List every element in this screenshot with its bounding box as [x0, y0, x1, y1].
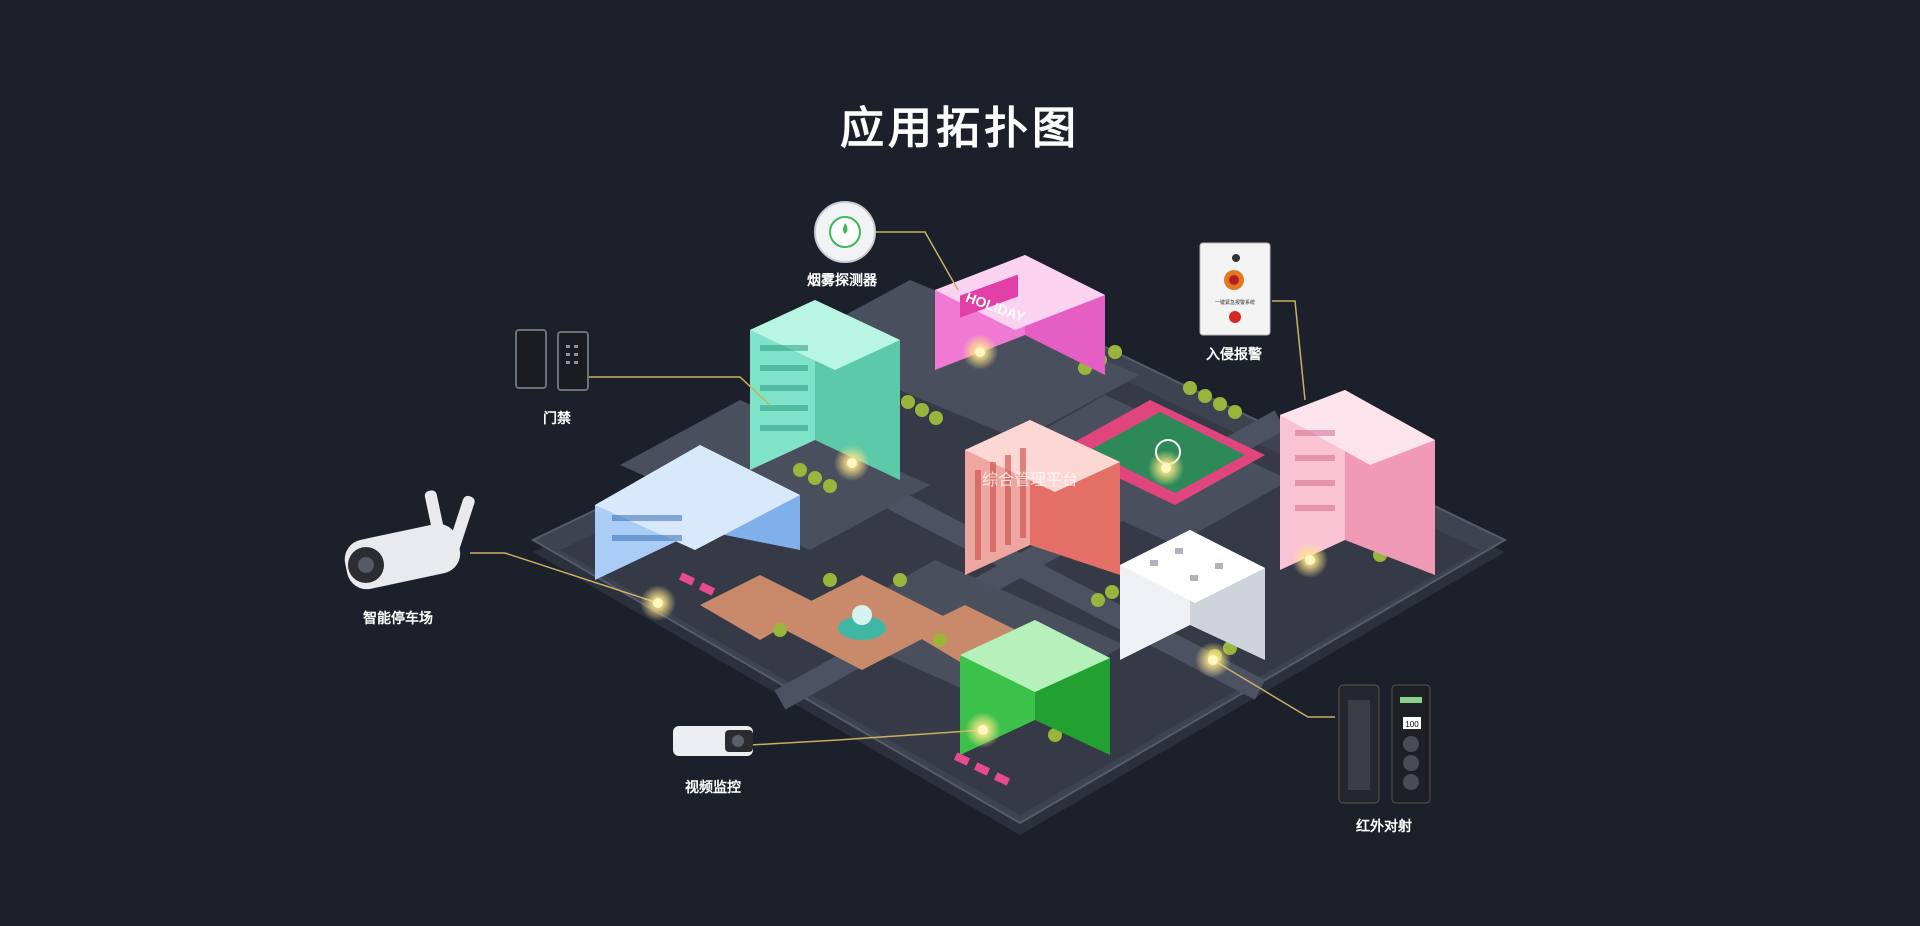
smart-parking-label: 智能停车场 [363, 611, 433, 627]
infrared-beam-label: 红外对射 [1356, 819, 1412, 835]
intrusion-alarm-panel-device[interactable]: 一键紧急报警系统 [1199, 242, 1271, 336]
alarm-panel-text: 一键紧急报警系统 [1215, 299, 1255, 306]
central-plaza [700, 575, 1020, 670]
infrared-display: 100 [1405, 720, 1419, 729]
page-title: 应用拓扑图 [840, 103, 1080, 154]
video-monitoring-label: 视频监控 [685, 780, 741, 796]
pink-tower-building [1280, 390, 1435, 575]
management-platform-building [965, 420, 1120, 575]
parked-cars [678, 572, 1011, 786]
smoke-detector-label: 烟雾探测器 [807, 273, 877, 289]
access-control-device[interactable] [515, 329, 589, 391]
green-office-building [750, 300, 900, 480]
video-monitoring-camera-device[interactable] [673, 726, 753, 756]
infrared-beam-device[interactable]: 100 [1338, 684, 1431, 804]
smoke-detector-device[interactable] [814, 201, 876, 263]
holiday-mall-building: HOLIDAY [935, 255, 1105, 375]
smart-parking-camera-device[interactable] [341, 489, 476, 592]
platform-label: 综合管理平台 [981, 470, 1079, 489]
flame-icon [843, 223, 848, 234]
sensor-glow-points [640, 334, 1328, 748]
green-glass-building [960, 620, 1110, 755]
access-control-label: 门禁 [543, 411, 571, 427]
white-building [1120, 530, 1265, 660]
blue-building [595, 445, 800, 580]
connector-lines [470, 231, 1335, 746]
intrusion-alarm-label: 入侵报警 [1206, 347, 1262, 363]
